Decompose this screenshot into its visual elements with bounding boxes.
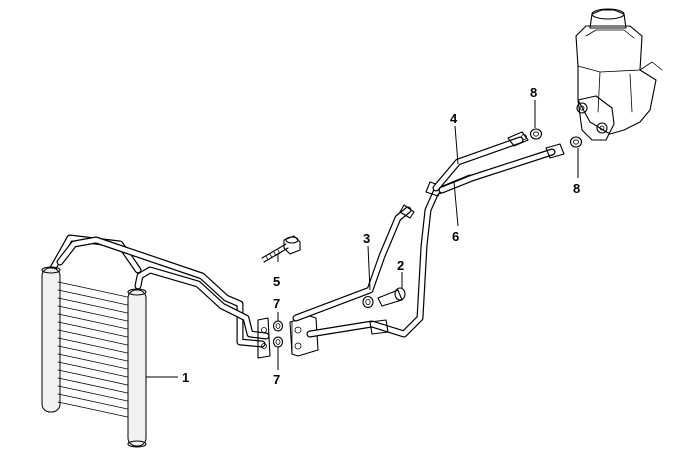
callout-4: 4 — [450, 111, 458, 126]
hollow-bolt — [362, 287, 406, 309]
seal-ring-lower — [272, 336, 284, 348]
callout-leaders — [146, 100, 579, 378]
callout-3: 3 — [363, 231, 370, 246]
callout-2: 2 — [397, 258, 404, 273]
callout-7-upper: 7 — [273, 296, 280, 311]
hose-lower — [438, 143, 565, 194]
callout-8-upper: 8 — [530, 85, 537, 100]
mounting-bolt — [261, 235, 301, 263]
callout-5: 5 — [273, 274, 280, 289]
callout-6: 6 — [452, 229, 459, 244]
callout-8-lower: 8 — [573, 181, 580, 196]
callout-7-lower: 7 — [273, 372, 280, 387]
oil-pipe-3 — [292, 204, 415, 322]
hose-upper — [432, 131, 529, 192]
oil-filter-housing — [575, 8, 663, 141]
callout-1: 1 — [182, 370, 189, 385]
oil-pipe-6 — [306, 174, 474, 338]
seal-washer-lower — [569, 136, 583, 148]
seal-washer-upper — [529, 128, 543, 140]
cooler-line-bracket — [257, 317, 271, 359]
seal-ring-upper — [272, 320, 284, 332]
cooler-lines — [56, 236, 270, 348]
callout-labels: 1 2 3 4 5 6 7 7 8 8 — [182, 85, 580, 387]
cooler-fins — [57, 281, 133, 419]
oil-cooler — [41, 234, 147, 448]
